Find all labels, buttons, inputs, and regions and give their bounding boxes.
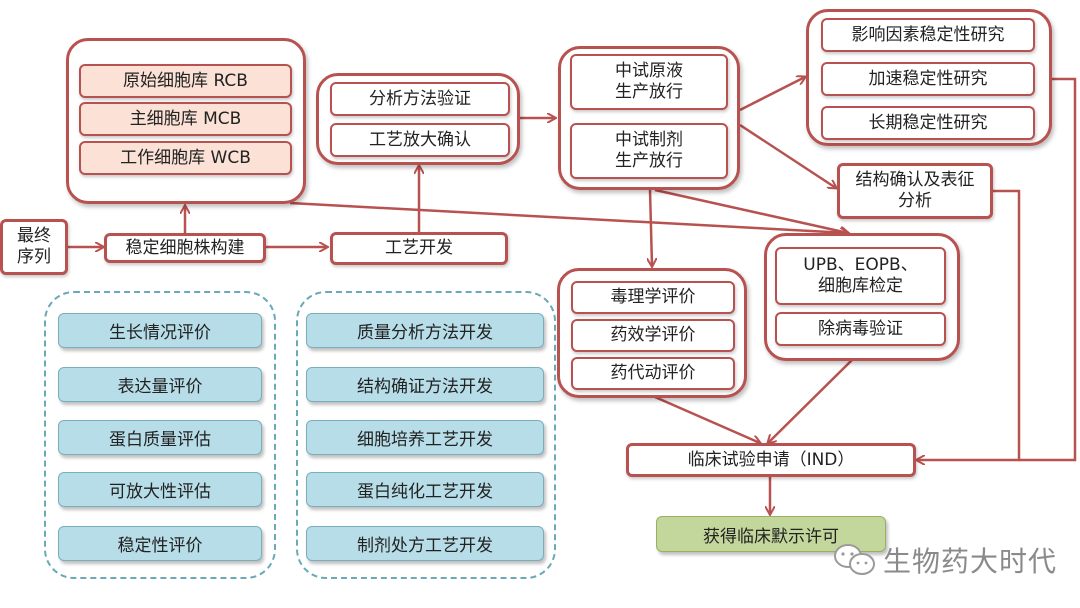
cell-bank-mcb: 主细胞库 MCB [79,102,292,136]
process-dev-item-label: 蛋白纯化工艺开发 [357,482,493,502]
pharmacokinetics-evaluation-label: 药代动评价 [610,363,696,383]
arrow-pilot-to-safety [654,188,848,233]
pilot-drug-substance-release-label: 中试原液 生产放行 [615,61,683,102]
arrow-safety-to-ind [768,359,853,443]
accelerated-stability-study-label: 加速稳定性研究 [868,68,988,89]
stress-stability-study: 影响因素稳定性研究 [821,18,1035,52]
viral-clearance-validation: 除病毒验证 [775,312,946,346]
ind-application-label: 临床试验申请（IND） [687,449,855,470]
eval-item-label: 表达量评价 [117,377,203,397]
analytical-method-validation-label: 分析方法验证 [369,88,471,109]
process-dev-item-label: 质量分析方法开发 [357,323,493,343]
process-scaleup-confirmation: 工艺放大确认 [330,123,510,157]
process-dev-item: 制剂处方工艺开发 [306,526,544,561]
structure-characterization-node: 结构确认及表征 分析 [837,163,993,219]
eval-item: 稳定性评价 [58,526,262,561]
pharmacodynamics-evaluation-label: 药效学评价 [610,325,696,345]
clinical-approval-label: 获得临床默示许可 [703,526,839,547]
wechat-icon [834,544,875,575]
watermark-text: 生物药大时代 [883,545,1058,578]
pilot-drug-substance-release: 中试原液 生产放行 [570,54,728,110]
process-scaleup-confirmation-label: 工艺放大确认 [369,129,471,150]
stress-stability-study-label: 影响因素稳定性研究 [851,24,1005,45]
stable-cell-line-label: 稳定细胞株构建 [125,237,245,258]
arrow-structure-to-ind [917,189,1021,460]
final-sequence-node: 最终 序列 [0,219,68,275]
final-sequence-label: 最终 序列 [17,226,51,267]
cell-bank-testing: UPB、EOPB、 细胞库检定 [775,247,946,305]
arrow-pilot-to-preclinical [650,189,652,266]
eval-item: 蛋白质量评估 [58,420,262,455]
process-dev-item: 质量分析方法开发 [306,313,544,348]
arrow-cellbank-to-safety [289,201,848,233]
process-development-label: 工艺开发 [385,238,453,258]
cell-bank-testing-label: UPB、EOPB、 细胞库检定 [803,255,918,296]
process-dev-item: 细胞培养工艺开发 [306,420,544,455]
toxicology-evaluation: 毒理学评价 [571,281,735,314]
cell-bank-wcb-label: 工作细胞库 WCB [120,147,251,168]
ind-application-node: 临床试验申请（IND） [626,443,916,477]
process-dev-item: 结构确证方法开发 [306,367,544,402]
pharmacokinetics-evaluation: 药代动评价 [571,357,735,390]
arrow-pilot-to-stability [739,77,805,112]
process-dev-item-label: 结构确证方法开发 [357,377,493,397]
process-dev-item-label: 制剂处方工艺开发 [357,536,493,556]
eval-item: 可放大性评估 [58,472,262,507]
arrow-preclinical-to-ind [654,395,760,443]
arrow-pilot-to-structure [739,123,836,188]
cell-bank-mcb-label: 主细胞库 MCB [129,108,242,129]
eval-item-label: 蛋白质量评估 [109,430,211,450]
process-development-node: 工艺开发 [330,232,508,265]
process-dev-item-label: 细胞培养工艺开发 [357,430,493,450]
stable-cell-line-node: 稳定细胞株构建 [104,233,266,263]
long-term-stability-study-label: 长期稳定性研究 [868,112,988,133]
pharmacodynamics-evaluation: 药效学评价 [571,319,735,352]
cell-bank-wcb: 工作细胞库 WCB [79,141,292,175]
clinical-approval-node: 获得临床默示许可 [656,516,886,552]
toxicology-evaluation-label: 毒理学评价 [610,287,696,307]
process-dev-item: 蛋白纯化工艺开发 [306,472,544,507]
eval-item: 表达量评价 [58,367,262,402]
viral-clearance-validation-label: 除病毒验证 [818,318,903,339]
analytical-method-validation: 分析方法验证 [330,82,510,116]
eval-item: 生长情况评价 [58,313,262,348]
pilot-drug-product-release: 中试制剂 生产放行 [570,123,728,179]
pilot-drug-product-release-label: 中试制剂 生产放行 [615,130,683,171]
eval-item-label: 生长情况评价 [109,323,211,343]
eval-item-label: 稳定性评价 [117,536,203,556]
cell-bank-rcb: 原始细胞库 RCB [79,64,292,98]
accelerated-stability-study: 加速稳定性研究 [821,62,1035,96]
arrow-stability-to-ind [1019,77,1077,462]
eval-item-label: 可放大性评估 [109,482,211,502]
watermark: 生物药大时代 [833,540,1057,580]
long-term-stability-study: 长期稳定性研究 [821,106,1035,140]
cell-bank-rcb-label: 原始细胞库 RCB [123,70,248,91]
structure-characterization-label: 结构确认及表征 分析 [855,170,975,211]
